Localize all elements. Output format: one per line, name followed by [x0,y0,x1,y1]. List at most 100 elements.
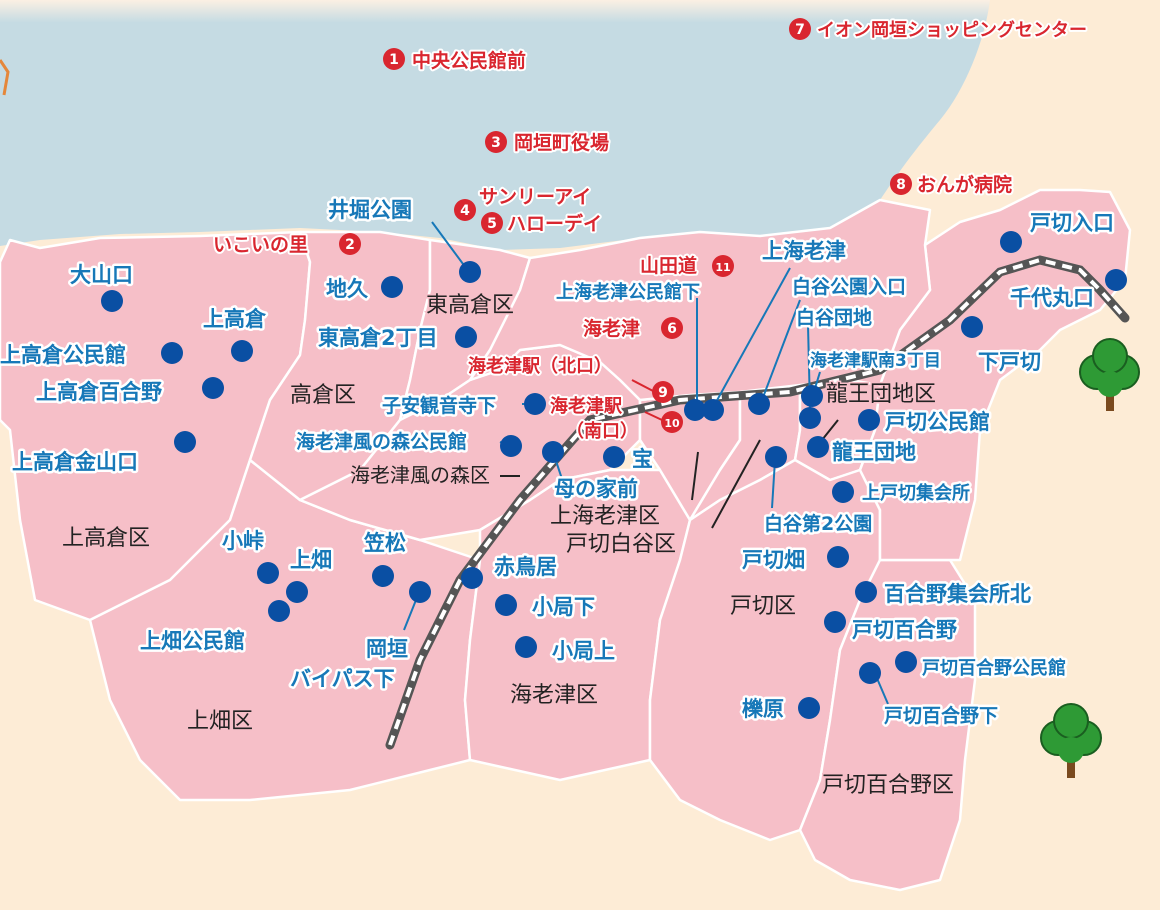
tree-icon [1040,703,1102,778]
stop-label: 戸切百合野下 [884,704,998,727]
stop-label: 上畑 [290,548,332,572]
stop-dot[interactable] [174,431,196,453]
stop-dot[interactable] [515,636,537,658]
facility-marker[interactable] [454,199,476,221]
facility-number: 3 [491,135,501,151]
stop-dot[interactable] [801,385,823,407]
stop-label: 上海老津公民館下 [556,281,700,303]
district-label: 海老津区 [510,683,598,708]
stop-dot[interactable] [832,481,854,503]
district-label: 高倉区 [290,383,356,408]
facility-marker[interactable] [485,131,507,153]
facility-marker[interactable] [339,233,361,255]
stop-label: 上戸切集会所 [862,482,970,504]
facility-marker[interactable] [789,18,811,40]
facility-number: 9 [658,385,668,401]
stop-label: 戸切入口 [1030,211,1114,235]
stop-label: 上高倉 [203,307,267,331]
stop-dot[interactable] [461,567,483,589]
stop-label: 地久 [326,277,368,301]
stop-label: 百合野集会所北 [884,582,1031,606]
stop-dot[interactable] [858,409,880,431]
district-labels: 東高倉区 高倉区 海老津風の森区 龍王団地区 上海老津区 戸切白谷区 戸切区 上… [61,292,956,800]
stop-dot[interactable] [684,399,706,421]
district-label: 上海老津区 [550,504,660,529]
facility-leader-lines [631,379,663,421]
facility-label: 中央公民館前 [412,49,526,72]
district-label: 海老津風の森区 [350,463,490,487]
stop-dot[interactable] [495,594,517,616]
facility-number: 5 [487,216,497,232]
facility-marker[interactable] [712,255,734,277]
stop-dot[interactable] [268,600,290,622]
stop-dot[interactable] [455,326,477,348]
stop-label: 小局下 [532,595,595,619]
stop-label: 戸切百合野 [852,618,957,642]
district-label: 東高倉区 [426,293,514,318]
stop-dot[interactable] [824,611,846,633]
facility-number: 11 [715,261,730,274]
stop-dot[interactable] [702,399,724,421]
facility-number: 4 [460,203,470,219]
stop-dot[interactable] [409,581,431,603]
stop-label: 宝 [632,447,653,471]
stop-label: 海老津駅南3丁目 [810,350,941,371]
facility-label: 海老津駅 [550,395,623,417]
stop-dot[interactable] [807,436,829,458]
district-tobiki-yurino [798,558,977,892]
stop-label: バイパス下 [290,667,395,691]
stop-label: 白谷公園入口 [792,275,906,298]
stop-label: 小峠 [222,529,264,553]
stop-dot[interactable] [231,340,253,362]
facility-label: いこいの里 [213,234,308,256]
stop-dot[interactable] [961,316,983,338]
stop-dot[interactable] [524,393,546,415]
facility-label: おんが病院 [917,173,1012,196]
district-tobiki-east [858,188,1132,562]
facility-marker[interactable] [661,317,683,339]
facility-marker[interactable] [383,48,405,70]
stop-dot[interactable] [381,276,403,298]
stop-dot[interactable] [542,441,564,463]
stop-label: 上高倉金山口 [12,450,138,474]
facility-number: 1 [389,52,399,68]
stop-label: 笠松 [363,531,406,555]
stop-label: 岡垣 [366,637,408,661]
stop-label: 白谷団地 [796,306,872,329]
stop-dot[interactable] [1000,231,1022,253]
stop-label: 上高倉百合野 [36,380,162,404]
stop-dot[interactable] [895,651,917,673]
stop-dot[interactable] [603,446,625,468]
district-leader-lines [500,419,839,529]
stop-dot[interactable] [827,546,849,568]
stop-label: 上畑公民館 [140,629,245,653]
facility-label: イオン岡垣ショッピングセンター [817,19,1087,41]
stop-dot[interactable] [748,393,770,415]
district-label: 龍王団地区 [826,382,936,407]
stop-dot[interactable] [286,581,308,603]
facility-label: （南口） [566,420,638,442]
stop-dot[interactable] [161,342,183,364]
facility-marker[interactable] [481,212,503,234]
stop-labels: 大山口 上高倉 上高倉公民館 上高倉百合野 上高倉金山口 井堀公園 地久 東高倉… [0,196,1117,730]
stop-dot[interactable] [1105,269,1127,291]
stop-dot[interactable] [101,290,123,312]
facility-marker[interactable] [652,381,674,403]
stop-dot[interactable] [765,446,787,468]
stop-label: 千代丸口 [1010,286,1094,310]
facility-marker[interactable] [661,411,683,433]
stop-label: 赤鳥居 [494,555,557,579]
stop-dot[interactable] [798,697,820,719]
stop-dot[interactable] [500,435,522,457]
stop-dot[interactable] [202,377,224,399]
stop-dot[interactable] [459,261,481,283]
facility-marker[interactable] [890,173,912,195]
stop-dot[interactable] [859,662,881,684]
sea [0,0,990,250]
facility-label: 海老津駅（北口） [468,355,612,377]
stop-dot[interactable] [372,565,394,587]
stop-label: 下戸切 [978,350,1041,374]
stop-dot[interactable] [257,562,279,584]
stop-dot[interactable] [799,407,821,429]
stop-dot[interactable] [855,581,877,603]
